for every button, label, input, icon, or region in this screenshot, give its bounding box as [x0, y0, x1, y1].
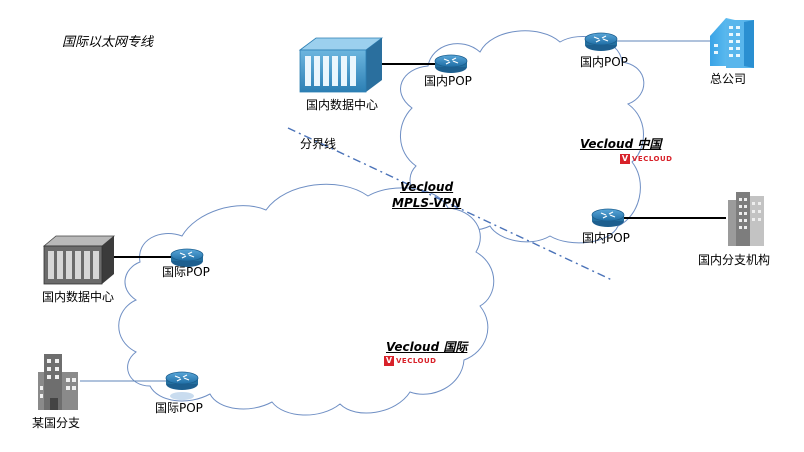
mpls-label-line1: Vecloud	[400, 180, 454, 194]
server-icon	[298, 37, 384, 93]
intl-cloud-label: Vecloud 国际	[386, 340, 468, 354]
node-label: 某国分支	[32, 416, 81, 430]
demarcation-label: 分界线	[300, 137, 337, 151]
international-cloud	[118, 183, 495, 416]
diagram-title: 国际以太网专线	[62, 35, 154, 50]
node-label: 国内POP	[580, 55, 628, 69]
node-label: 国内POP	[424, 74, 472, 88]
node-label: 总公司	[710, 72, 747, 86]
router-icon	[434, 54, 468, 74]
building-icon	[710, 18, 754, 68]
building-icon	[38, 354, 78, 410]
mpls-label-line2: MPLS-VPN	[392, 196, 462, 210]
router-icon	[591, 208, 625, 228]
china-cloud-label: Vecloud 中国	[580, 137, 662, 151]
server-icon	[42, 235, 116, 285]
node-label: 国内分支机构	[698, 253, 771, 267]
node-label: 国内数据中心	[42, 290, 115, 304]
node-label: 国际POP	[155, 401, 203, 415]
building-icon	[728, 192, 764, 246]
router-icon	[165, 371, 199, 400]
node-label: 国际POP	[162, 265, 210, 279]
demarcation-line	[287, 127, 613, 281]
node-label: 国内数据中心	[306, 98, 379, 112]
node-label: 国内POP	[582, 231, 630, 245]
router-icon	[584, 32, 618, 52]
